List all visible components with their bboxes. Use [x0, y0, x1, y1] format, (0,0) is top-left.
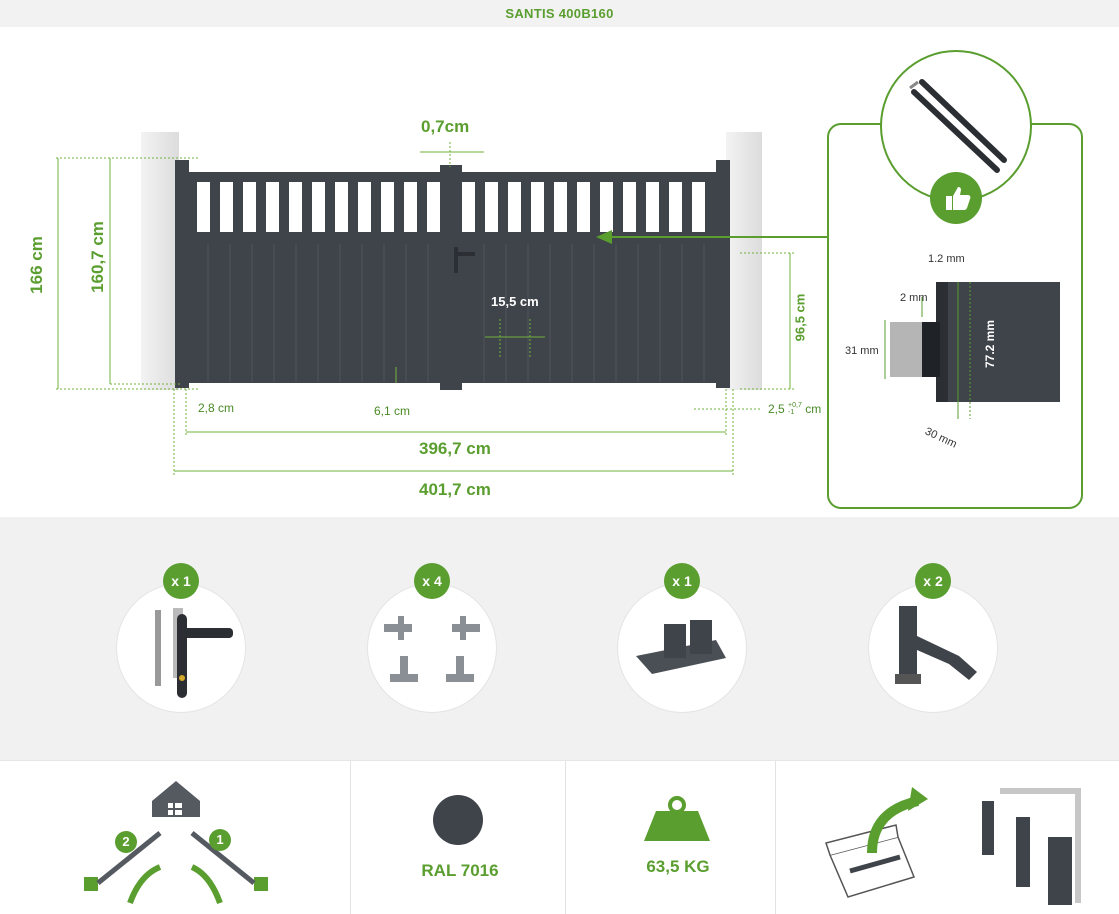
- accessory-item: [869, 584, 997, 712]
- product-title: SANTIS 400B160: [0, 0, 1119, 28]
- left-pillar: [141, 132, 179, 390]
- packaging-icon: [825, 787, 1081, 905]
- dim-bottom-gap: 6,1 cm: [374, 404, 411, 418]
- dim-width-total: 401,7 cm: [419, 480, 491, 499]
- gate-motor-icon: [909, 79, 1007, 173]
- motor-circle: [880, 50, 1032, 202]
- dim-right-gap: 2,5 +0,7 -1 cm: [768, 402, 822, 416]
- dim-height-total: 166 cm: [26, 236, 46, 294]
- gate-drawing: [56, 132, 827, 477]
- weight-icon: [644, 796, 710, 841]
- divider: [350, 761, 351, 914]
- accessory-item: [117, 584, 245, 712]
- step-1-badge: 1: [209, 829, 231, 851]
- gate-handle-icon: [454, 247, 475, 273]
- color-swatch: [433, 795, 483, 845]
- qty-badge: x 1: [664, 563, 700, 599]
- dim-height-gate: 160,7 cm: [87, 221, 107, 293]
- divider: [565, 761, 566, 914]
- dim-spacing: 15,5 cm: [491, 294, 539, 309]
- hinges-icon: [384, 616, 480, 682]
- step-2-badge: 2: [115, 831, 137, 853]
- gate-balusters: [185, 182, 717, 234]
- dim-left-gap: 2,8 cm: [198, 401, 235, 415]
- qty-badge: x 4: [414, 563, 450, 599]
- dim-top-gap: 0,7cm: [421, 117, 470, 136]
- profile-dim-3: 31 mm: [845, 345, 879, 357]
- dim-width-inner: 396,7 cm: [419, 439, 491, 458]
- gate-body: [175, 160, 730, 390]
- stop-bracket-icon: [636, 620, 726, 674]
- info-panel: 2 1 RAL 7016 63,5 KG: [0, 760, 1119, 914]
- accessories-panel: x 1 x 4 x 1 x 2: [0, 517, 1119, 760]
- qty-badge: x 1: [163, 563, 199, 599]
- qty-badge: x 2: [915, 563, 951, 599]
- profile-dim-2: 2 mm: [900, 292, 928, 304]
- dimension-lines: [56, 142, 795, 477]
- weight-label: 63,5 KG: [646, 857, 710, 876]
- profile-dim-1: 1.2 mm: [928, 253, 965, 265]
- divider: [775, 761, 776, 914]
- accessory-item: [368, 584, 496, 712]
- opening-direction-icon: [84, 781, 268, 905]
- gate-stop-icon: [895, 606, 977, 684]
- panel-grooves: [207, 244, 705, 382]
- accessory-item: [618, 584, 746, 712]
- profile-dim-4: 77.2 mm: [983, 319, 998, 369]
- profile-section-drawing: [884, 282, 1060, 419]
- thumbs-up-icon: [930, 172, 982, 224]
- dim-panel-height: 96,5 cm: [792, 293, 808, 342]
- color-label: RAL 7016: [421, 861, 499, 880]
- gate-drawing-panel: 0,7cm 166 cm 160,7 cm 15,5 cm 96,5 cm 2,…: [0, 27, 1119, 517]
- right-pillar: [726, 132, 762, 390]
- handle-lock-icon: [155, 608, 233, 698]
